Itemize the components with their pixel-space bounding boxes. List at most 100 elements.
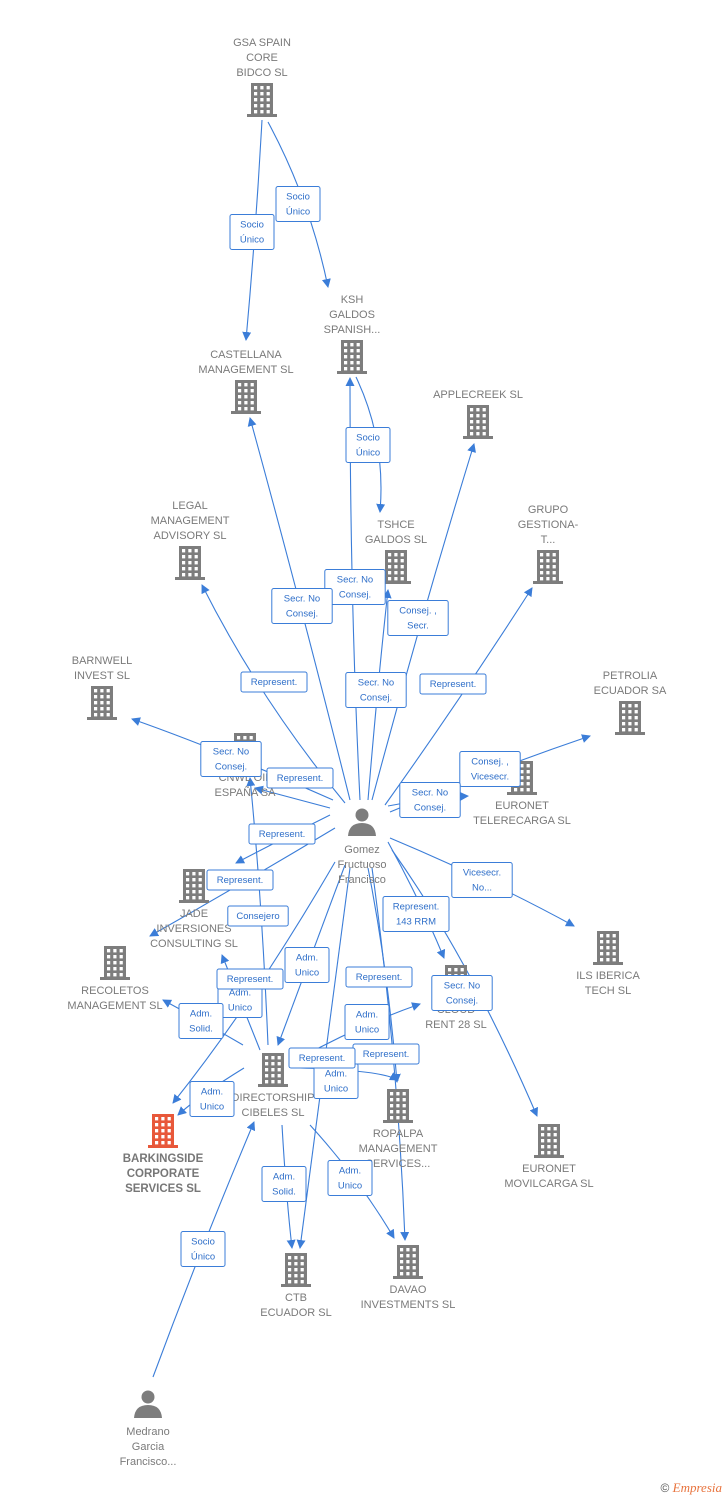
- edge-label-directorship-recoletos[interactable]: Adm.Solid.: [178, 1003, 224, 1039]
- node-label: EURONET: [495, 800, 549, 812]
- node-grupo[interactable]: GRUPOGESTIONA-T...: [518, 504, 579, 584]
- building-icon: [281, 1253, 311, 1287]
- node-label: Garcia: [132, 1441, 165, 1453]
- edge-label-text: Unico: [200, 1102, 224, 1113]
- node-label: EURONET: [522, 1163, 576, 1175]
- edge-label-directorship-jade[interactable]: Represent.: [216, 968, 284, 990]
- edge-label-directorship-cloud[interactable]: Adm.Unico: [344, 1004, 390, 1040]
- edge-label-directorship-ctb[interactable]: Adm.Solid.: [261, 1166, 307, 1202]
- footer-credit: © Empresia: [660, 1480, 722, 1496]
- node-label: INVERSIONES: [156, 923, 231, 935]
- node-label: GSA SPAIN: [233, 37, 291, 49]
- building-icon: [615, 701, 645, 735]
- edge-label-text: Secr.: [407, 621, 429, 632]
- building-icon: [593, 931, 623, 965]
- edge-label-directorship-ropalpa[interactable]: Represent.: [288, 1047, 356, 1069]
- edge-label-gomez-ctb[interactable]: Adm. Unico: [313, 1063, 359, 1099]
- edge-label-gomez-cloud[interactable]: Represent.143 RRM: [382, 896, 450, 932]
- edge-label-text: Adm.: [190, 1009, 212, 1020]
- edge-label-directorship-barkingside[interactable]: Adm. Unico: [189, 1081, 235, 1117]
- node-medrano[interactable]: MedranoGarciaFrancisco...: [120, 1390, 177, 1469]
- edge-label-gomez-grupo[interactable]: Represent.: [419, 673, 487, 695]
- edge-label-gomez-recoletos[interactable]: Represent.: [206, 869, 274, 891]
- node-label: Francisco: [338, 874, 386, 886]
- edge-label-gomez-ropalpa[interactable]: Represent.: [345, 966, 413, 988]
- edge-label-text: Consej.: [339, 590, 371, 601]
- edge-label-gomez-davao[interactable]: Represent.: [352, 1043, 420, 1065]
- edge-label-gomez-applecreek[interactable]: Consej. ,Secr.: [387, 600, 449, 636]
- node-label: ADVISORY SL: [154, 530, 227, 542]
- building-icon: [463, 405, 493, 439]
- edge-label-gomez-directorship[interactable]: Adm.Unico: [284, 947, 330, 983]
- edge-label-text: Consej.: [360, 693, 392, 704]
- edge-label-gomez-jade[interactable]: Represent.: [248, 823, 316, 845]
- node-label: CASTELLANA: [210, 349, 282, 361]
- brand-logo[interactable]: Empresia: [672, 1480, 722, 1495]
- edge-label-text: Unico: [295, 968, 319, 979]
- edge-label-gomez-cnwl[interactable]: Represent.: [266, 767, 334, 789]
- node-label: GRUPO: [528, 504, 569, 516]
- node-label: ECUADOR SA: [594, 685, 667, 697]
- node-label: Fructuoso: [338, 859, 387, 871]
- node-ksh[interactable]: KSHGALDOSSPANISH...: [324, 294, 381, 374]
- edge-label-gomez-legal[interactable]: Represent.: [240, 671, 308, 693]
- node-label: ECUADOR SL: [260, 1307, 332, 1319]
- node-label: ESPAÑA SA: [215, 786, 277, 799]
- edge-gomez-grupo: [384, 587, 533, 806]
- edge-label-text: Adm.: [229, 988, 251, 999]
- edge-label-text: Represent.: [430, 679, 476, 690]
- node-label: SERVICES SL: [125, 1183, 201, 1195]
- building-icon: [247, 83, 277, 117]
- building-icon: [100, 946, 130, 980]
- edge-label-text: Solid.: [272, 1187, 296, 1198]
- edge-label-gomez-barkingside[interactable]: Consejero: [227, 905, 289, 927]
- node-applecreek[interactable]: APPLECREEK SL: [433, 389, 523, 439]
- building-icon: [381, 550, 411, 584]
- building-icon: [231, 380, 261, 414]
- edge-label-gomez-petrolia[interactable]: Consej. ,Vicesecr.: [459, 751, 521, 787]
- node-ropalpa[interactable]: ROPALPAMANAGEMENTSERVICES...: [359, 1089, 438, 1170]
- edge-label-text: Único: [356, 448, 380, 459]
- edge-label-gomez-ils[interactable]: Vicesecr.No...: [451, 862, 513, 898]
- edge-label-text: Consejero: [236, 911, 279, 922]
- edge-label-text: Único: [286, 207, 310, 218]
- edge-label-text: Secr. No: [412, 788, 448, 799]
- building-icon: [87, 686, 117, 720]
- node-label: TSHCE: [377, 519, 414, 531]
- edge-label-text: Adm.: [201, 1087, 223, 1098]
- edge-label-text: Unico: [338, 1181, 362, 1192]
- edge-label-text: Represent.: [277, 773, 323, 784]
- building-icon: [179, 869, 209, 903]
- edge-label-text: Adm.: [325, 1069, 347, 1080]
- edge-label-text: Socio: [240, 220, 264, 231]
- node-label: MANAGEMENT: [151, 515, 230, 527]
- edge-label-directorship-davao[interactable]: Adm.Unico: [327, 1160, 373, 1196]
- node-label: CIBELES SL: [242, 1107, 305, 1119]
- edge-label-text: Unico: [324, 1084, 348, 1095]
